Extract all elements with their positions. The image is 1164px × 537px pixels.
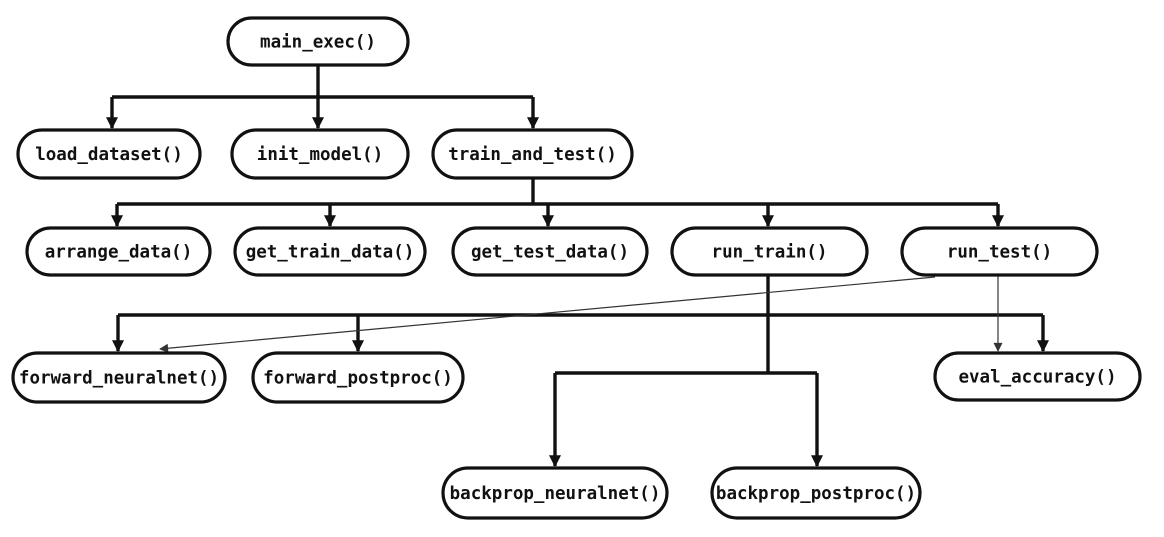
node-train_and_test: train_and_test() [431, 128, 634, 180]
node-main_exec: main_exec() [226, 16, 410, 67]
node-run_train: run_train() [670, 226, 869, 277]
node-shape-forward_postproc [251, 351, 465, 404]
node-shape-train_and_test [431, 128, 634, 180]
node-label-init_model: init_model() [257, 145, 383, 165]
node-shape-run_test [900, 226, 1099, 277]
node-shape-load_dataset [16, 128, 202, 180]
node-shape-init_model [230, 128, 410, 180]
node-label-get_test_data: get_test_data() [471, 243, 629, 263]
node-shape-eval_accuracy [933, 351, 1142, 402]
node-forward_neuralnet: forward_neuralnet() [11, 351, 227, 404]
node-get_test_data: get_test_data() [451, 226, 649, 277]
nodes-layer: main_exec() load_dataset() init_model() tra… [11, 16, 1142, 520]
node-label-backprop_postproc: backprop_postproc() [716, 484, 916, 504]
node-label-eval_accuracy: eval_accuracy() [958, 368, 1116, 388]
node-arrange_data: arrange_data() [25, 226, 212, 277]
node-shape-arrange_data [25, 226, 212, 277]
node-run_test: run_test() [900, 226, 1099, 277]
node-label-arrange_data: arrange_data() [45, 243, 193, 263]
node-label-main_exec: main_exec() [260, 33, 376, 53]
node-shape-get_train_data [233, 226, 427, 277]
node-shape-backprop_neuralnet [441, 466, 669, 520]
node-backprop_postproc: backprop_postproc() [710, 466, 922, 520]
node-forward_postproc: forward_postproc() [251, 351, 465, 404]
node-label-run_test: run_test() [947, 243, 1052, 263]
node-label-run_train: run_train() [712, 243, 828, 263]
node-shape-main_exec [226, 16, 410, 67]
node-get_train_data: get_train_data() [233, 226, 427, 277]
node-label-train_and_test: train_and_test() [448, 145, 617, 165]
node-load_dataset: load_dataset() [16, 128, 202, 180]
edges-layer [106, 65, 1049, 468]
node-init_model: init_model() [230, 128, 410, 180]
node-label-forward_neuralnet: forward_neuralnet() [19, 369, 219, 389]
node-label-get_train_data: get_train_data() [246, 243, 415, 263]
node-shape-backprop_postproc [710, 466, 922, 520]
node-eval_accuracy: eval_accuracy() [933, 351, 1142, 402]
edge-run_test-to-forward_neuralnet [159, 276, 936, 353]
node-label-load_dataset: load_dataset() [35, 145, 183, 165]
node-label-forward_postproc: forward_postproc() [263, 369, 453, 389]
node-shape-forward_neuralnet [11, 351, 227, 404]
node-shape-run_train [670, 226, 869, 277]
node-shape-get_test_data [451, 226, 649, 277]
node-backprop_neuralnet: backprop_neuralnet() [441, 466, 669, 520]
node-label-backprop_neuralnet: backprop_neuralnet() [450, 484, 661, 504]
